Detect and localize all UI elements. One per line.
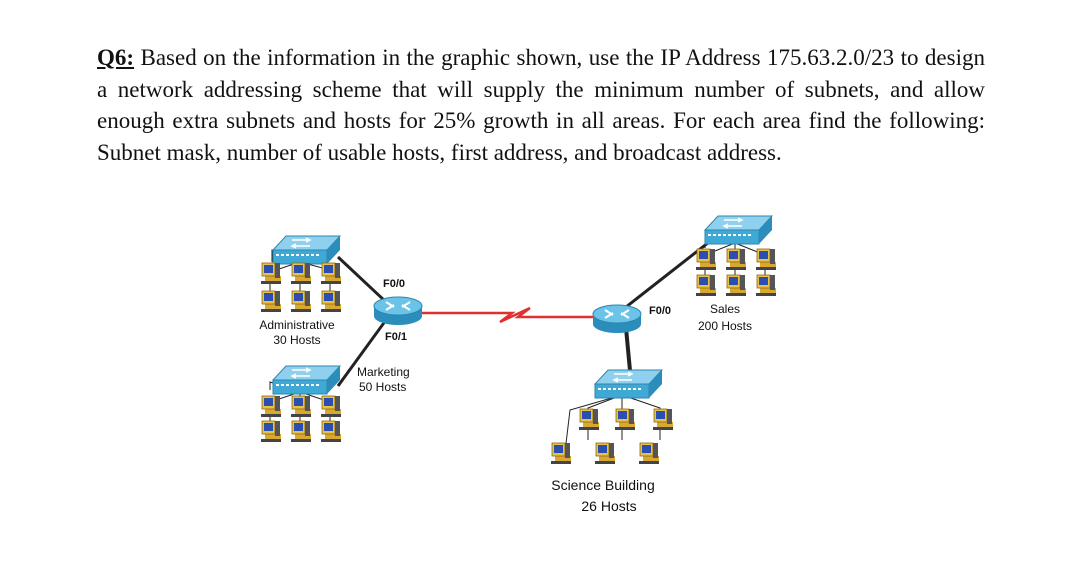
question-body: Based on the information in the graphic … [97,45,985,165]
sales-area-name: Sales [710,302,740,316]
right-router-icon [592,304,642,334]
wan-link [420,306,606,324]
admin-area-name: Administrative [259,318,335,332]
pc-icon [290,395,312,418]
link-admin [336,255,388,304]
pc-icon [755,274,777,297]
left-router-port-top: F0/0 [383,278,405,290]
right-router-port: F0/0 [649,305,671,317]
pc-icon [725,248,747,271]
pc-icon [755,248,777,271]
pc-icon [320,420,342,443]
admin-switch-icon [272,235,341,265]
pc-icon [725,274,747,297]
science-area-name: Science Building [551,477,655,493]
pc-icon [614,408,636,431]
pc-icon [320,395,342,418]
science-host-count: 26 Hosts [581,498,636,514]
marketing-area-name: Marketing [357,365,410,379]
pc-icon [695,274,717,297]
sales-host-count: 200 Hosts [698,319,752,333]
question-text: Q6: Based on the information in the grap… [97,42,985,168]
pc-icon [550,442,572,465]
link-sales [625,233,719,309]
left-router-icon [373,296,423,326]
pc-icon [290,262,312,285]
question-number: Q6: [97,45,135,70]
pc-icon [320,262,342,285]
pc-icon [320,290,342,313]
lan-cables [269,234,766,453]
pc-icon [652,408,674,431]
pc-icon [578,408,600,431]
marketing-host-count: 50 Hosts [359,380,406,394]
pc-icon [594,442,616,465]
pc-icon [290,290,312,313]
pc-icon [695,248,717,271]
admin-host-count: 30 Hosts [273,333,320,347]
pc-icon [290,420,312,443]
marketing-switch-icon [272,365,341,395]
science-switch-icon [594,369,663,399]
sales-switch-icon [704,215,773,245]
pc-icon [260,420,282,443]
pc-icon [638,442,660,465]
left-router-port-bottom: F0/1 [385,331,407,343]
pc-icon [260,290,282,313]
pc-icon [260,262,282,285]
link-marketing [336,319,388,387]
pc-icon [260,395,282,418]
